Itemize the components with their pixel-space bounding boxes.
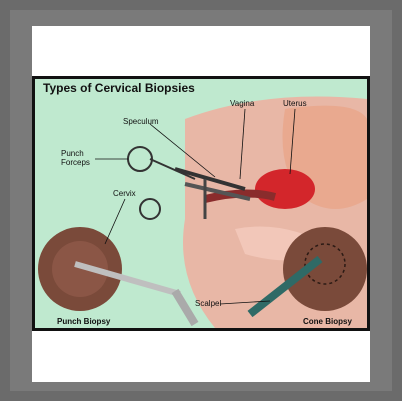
label-punch-forceps: Punch Forceps (61, 149, 90, 167)
illustration-svg (35, 79, 367, 328)
label-vagina: Vagina (230, 99, 254, 108)
label-speculum: Speculum (123, 117, 159, 126)
cervical-biopsy-illustration: Types of Cervical Biopsies Vagina Uterus… (32, 76, 370, 331)
uterus-shape (255, 169, 315, 209)
diagram-title: Types of Cervical Biopsies (43, 81, 195, 95)
cone-biopsy-cervix (283, 227, 367, 311)
label-cervix: Cervix (113, 189, 136, 198)
forceps-loop-1 (128, 147, 152, 171)
punch-handle (175, 291, 195, 324)
leader-cervix (105, 199, 125, 244)
forceps-loop-2 (140, 199, 160, 219)
label-uterus: Uterus (283, 99, 307, 108)
label-cone-biopsy: Cone Biopsy (303, 317, 352, 326)
label-punch-biopsy: Punch Biopsy (57, 317, 110, 326)
label-scalpel: Scalpel (195, 299, 221, 308)
